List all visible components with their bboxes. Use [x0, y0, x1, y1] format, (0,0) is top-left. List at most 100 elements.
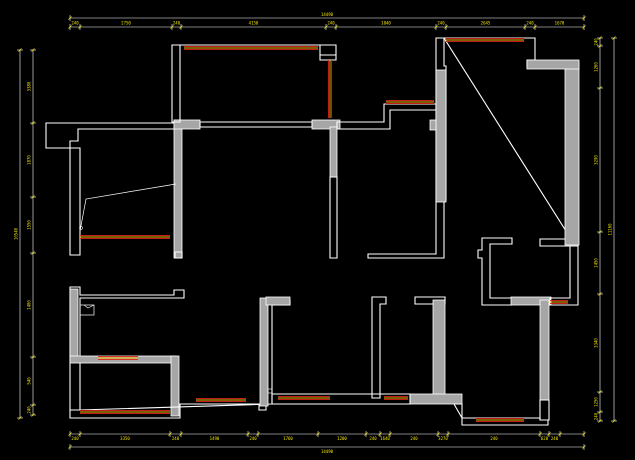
- wall-bottom-long: [271, 393, 411, 405]
- bottom-overall-label: 14490: [321, 449, 334, 454]
- wall-bottom-center: [371, 296, 387, 399]
- top-tick-mark: [444, 25, 448, 29]
- bottom-dim-label: 240: [490, 436, 498, 441]
- bottom-dim-label: 1200: [337, 436, 347, 441]
- column-bottom-center-2: [432, 299, 446, 399]
- right-dim-label: 1450: [594, 258, 599, 268]
- bottom-overall-tick-mark: [582, 445, 586, 449]
- bottom-tick-mark: [538, 432, 542, 436]
- top-dim-label: 240: [173, 21, 181, 26]
- top-dim-label: 240: [526, 21, 534, 26]
- post-top-right: [319, 54, 337, 61]
- left-dim-label: 3380: [27, 81, 32, 91]
- right-dim-label: 240: [594, 38, 599, 46]
- bottom-dim-label: 240: [551, 436, 559, 441]
- wall-kitchen-corner: [539, 399, 550, 421]
- bottom-overall-tick-mark: [68, 445, 72, 449]
- wall-right-bath: [367, 37, 447, 259]
- top-dim-label: 240: [71, 21, 79, 26]
- window-group: [80, 37, 568, 423]
- wall-bottom-mid-top: [265, 296, 291, 306]
- wall-middle-down: [329, 176, 338, 259]
- top-overall-tick-mark: [582, 16, 586, 20]
- column-left-bedroom: [173, 119, 183, 259]
- column-right-tower: [564, 61, 580, 246]
- storage-box: [79, 304, 95, 316]
- left-dim-label: 1550: [27, 220, 32, 230]
- wall-step: [336, 103, 437, 130]
- bottom-dim-label: 1640: [380, 436, 390, 441]
- left-tick-mark: [31, 48, 35, 52]
- right-overall-label: 11160: [608, 223, 613, 236]
- bottom-tick-mark: [246, 432, 250, 436]
- column-kitchen: [539, 299, 550, 401]
- left-tick-mark: [31, 413, 35, 417]
- top-dim-label: 2750: [121, 21, 131, 26]
- right-tick-mark: [598, 410, 602, 414]
- left-tick-mark: [31, 195, 35, 199]
- bottom-tick-mark: [179, 432, 183, 436]
- bottom-dim-label: 240: [410, 436, 418, 441]
- right-tick-mark: [598, 390, 602, 394]
- wall-kitchen-bottom: [510, 296, 552, 306]
- bottom-dim-label: 3270: [438, 436, 448, 441]
- left-overall-tick-mark: [18, 48, 22, 52]
- bottom-dim-label: 1490: [210, 436, 220, 441]
- bed-outline: [79, 183, 177, 232]
- top-tick-mark: [523, 25, 527, 29]
- top-overall-tick-mark: [68, 16, 72, 20]
- right-overall-tick-mark: [612, 36, 616, 40]
- storage-box-mark: [83, 304, 95, 309]
- bottom-dim-label: 3350: [120, 436, 130, 441]
- left-tick-mark: [31, 355, 35, 359]
- top-tick-mark: [68, 25, 72, 29]
- bottom-tick-mark: [256, 432, 260, 436]
- right-dim-label: 3340: [594, 338, 599, 348]
- wall-right-tower-top: [526, 59, 580, 70]
- right-overall-tick-mark: [612, 419, 616, 423]
- bed-marker: [79, 226, 83, 230]
- wall-bottom-center-bar: [409, 393, 463, 405]
- right-tick-mark: [598, 44, 602, 48]
- right-tick-mark: [598, 230, 602, 234]
- left-tick-mark: [31, 251, 35, 255]
- top-tick-mark: [434, 25, 438, 29]
- wall-notch: [429, 119, 437, 131]
- left-dim-label: 1400: [27, 300, 32, 310]
- top-dim-label: 2645: [481, 21, 491, 26]
- column-bottom-mid: [259, 297, 269, 407]
- wall-group: [45, 37, 580, 426]
- column-bottom-left: [69, 288, 79, 360]
- right-dim-label: 3290: [594, 155, 599, 165]
- bottom-dim-label: 240: [71, 436, 79, 441]
- top-tick-mark: [170, 25, 174, 29]
- right-dim-label: 1260: [594, 62, 599, 72]
- bottom-dim-label: 1760: [283, 436, 293, 441]
- right-tick-mark: [598, 86, 602, 90]
- bottom-tick-mark: [436, 432, 440, 436]
- left-tick-mark: [31, 403, 35, 407]
- right-tick-mark: [598, 36, 602, 40]
- right-dim-label: 1250: [594, 397, 599, 407]
- top-dim-label: 1840: [381, 21, 391, 26]
- right-tick-mark: [598, 419, 602, 423]
- top-dim-label: 240: [327, 21, 335, 26]
- column-right-bath: [435, 69, 447, 203]
- fixture-group: [79, 183, 273, 394]
- bottom-tick-mark: [316, 432, 320, 436]
- bottom-tick-mark: [364, 432, 368, 436]
- right-dim-label: 240: [594, 412, 599, 420]
- left-overall-label: 10540: [14, 227, 19, 240]
- wall-kitchen-right: [549, 245, 579, 306]
- corner-marker: [267, 388, 273, 394]
- left-dim-label: 240: [27, 406, 32, 414]
- top-tick-mark: [324, 25, 328, 29]
- top-dim-label: 4150: [249, 21, 259, 26]
- wall-beam-middle: [199, 121, 313, 128]
- left-tick-mark: [31, 121, 35, 125]
- top-tick-mark: [334, 25, 338, 29]
- wall-left-top-room: [171, 44, 181, 123]
